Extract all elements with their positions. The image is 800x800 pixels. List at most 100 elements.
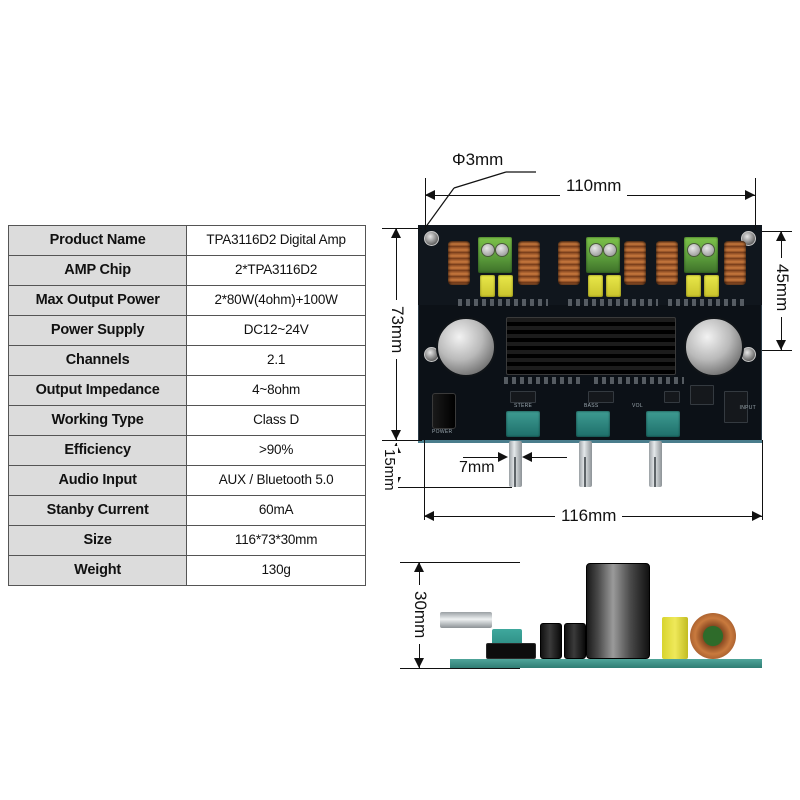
dimension-pot-offset: 15mm: [381, 446, 398, 494]
silkscreen-bass-label: BASS: [584, 403, 599, 409]
extension-line: [382, 440, 422, 441]
potentiometer-shaft[interactable]: [649, 441, 662, 487]
speaker-terminal-block: [478, 237, 512, 273]
smd-component-row: [458, 299, 548, 306]
film-capacitor: [686, 275, 701, 297]
electrolytic-capacitor-side: [540, 623, 562, 659]
smd-component-row: [668, 299, 748, 306]
extension-line: [400, 668, 520, 669]
silkscreen-power-label: POWER: [432, 429, 453, 435]
arrow-down-icon: [776, 340, 786, 350]
spec-value: 130g: [186, 555, 366, 586]
hole-leader-line: [424, 171, 536, 229]
pcb-side-view: [440, 560, 762, 668]
pcb-top-view: POWER STERE BASS VOL INPUT: [418, 225, 762, 443]
electrolytic-capacitor: [436, 317, 496, 377]
extension-line: [755, 178, 756, 230]
main-filter-capacitor-side: [586, 563, 650, 659]
table-row: Max Output Power 2*80W(4ohm)+100W: [7, 285, 366, 316]
terminal-screw-icon: [495, 243, 509, 257]
integrated-circuit: [690, 385, 714, 405]
stereo-potentiometer[interactable]: [506, 411, 540, 437]
speaker-terminal-block: [586, 237, 620, 273]
spec-key: Working Type: [7, 405, 188, 436]
mounting-hole-icon: [424, 231, 439, 246]
output-inductor: [448, 241, 470, 285]
dimension-pcb-height-left: 73mm: [387, 300, 407, 360]
spec-key: Audio Input: [7, 465, 188, 496]
dc-power-jack: [432, 393, 456, 429]
silkscreen-stereo-label: STERE: [514, 403, 533, 409]
smd-component-row: [594, 377, 684, 384]
table-row: Stanby Current 60mA: [7, 495, 366, 526]
dimension-pcb-width: 110mm: [560, 176, 628, 196]
spec-value: TPA3116D2 Digital Amp: [186, 225, 366, 256]
table-row: Size 116*73*30mm: [7, 525, 366, 556]
arrow-left-icon: [424, 511, 434, 521]
electrolytic-capacitor-side: [564, 623, 586, 659]
arrow-left-icon: [425, 190, 435, 200]
extension-line: [762, 440, 763, 520]
dimension-overall-width: 116mm: [555, 506, 623, 526]
dimension-line-shaft: [525, 457, 567, 458]
potentiometer-shaft[interactable]: [579, 441, 592, 487]
spec-value: AUX / Bluetooth 5.0: [186, 465, 366, 496]
arrow-up-icon: [391, 228, 401, 238]
film-capacitor: [704, 275, 719, 297]
arrow-down-icon: [391, 430, 401, 440]
electrolytic-capacitor: [684, 317, 744, 377]
arrow-right-icon: [498, 452, 508, 462]
silkscreen-input-label: INPUT: [739, 405, 756, 411]
spec-value: 4~8ohm: [186, 375, 366, 406]
audio-input-connector: [724, 391, 748, 423]
film-capacitor: [588, 275, 603, 297]
spec-key: Size: [7, 525, 188, 556]
terminal-screw-icon: [603, 243, 617, 257]
extension-line: [382, 487, 512, 488]
spec-key: Weight: [7, 555, 188, 586]
extension-line: [382, 228, 422, 229]
terminal-screw-icon: [589, 243, 603, 257]
film-capacitor: [480, 275, 495, 297]
spec-table-body: Product Name TPA3116D2 Digital Amp AMP C…: [7, 225, 366, 586]
spec-value: 60mA: [186, 495, 366, 526]
silkscreen-volume-label: VOL: [632, 403, 643, 409]
spec-key: AMP Chip: [7, 255, 188, 286]
extension-line: [400, 562, 520, 563]
extension-line: [762, 350, 792, 351]
terminal-screw-icon: [701, 243, 715, 257]
table-row: Channels 2.1: [7, 345, 366, 376]
arrow-right-icon: [745, 190, 755, 200]
film-capacitor: [498, 275, 513, 297]
heatsink: [506, 317, 676, 375]
bass-potentiometer[interactable]: [576, 411, 610, 437]
table-row: Working Type Class D: [7, 405, 366, 436]
film-capacitor-side: [662, 617, 688, 659]
table-row: Efficiency >90%: [7, 435, 366, 466]
film-capacitor: [606, 275, 621, 297]
volume-potentiometer[interactable]: [646, 411, 680, 437]
spec-value: 116*73*30mm: [186, 525, 366, 556]
integrated-circuit: [588, 391, 614, 403]
dimension-shaft-diameter: 7mm: [459, 459, 495, 476]
spec-key: Power Supply: [7, 315, 188, 346]
output-inductor: [724, 241, 746, 285]
connector-side: [486, 643, 536, 659]
spec-value: 2*80W(4ohm)+100W: [186, 285, 366, 316]
dimension-hole-diameter: Φ3mm: [452, 150, 504, 169]
output-inductor: [558, 241, 580, 285]
dimension-line-shaft: [463, 457, 505, 458]
output-inductor: [656, 241, 678, 285]
arrow-right-icon: [752, 511, 762, 521]
speaker-terminal-block: [684, 237, 718, 273]
integrated-circuit: [510, 391, 536, 403]
table-row: Output Impedance 4~8ohm: [7, 375, 366, 406]
arrow-left-icon: [522, 452, 532, 462]
potentiometer-shaft[interactable]: [509, 441, 522, 487]
table-row: AMP Chip 2*TPA3116D2: [7, 255, 366, 286]
dimension-pcb-height-right: 45mm: [772, 258, 792, 318]
table-row: Weight 130g: [7, 555, 366, 586]
output-inductor: [518, 241, 540, 285]
specification-table: Product Name TPA3116D2 Digital Amp AMP C…: [7, 225, 366, 586]
